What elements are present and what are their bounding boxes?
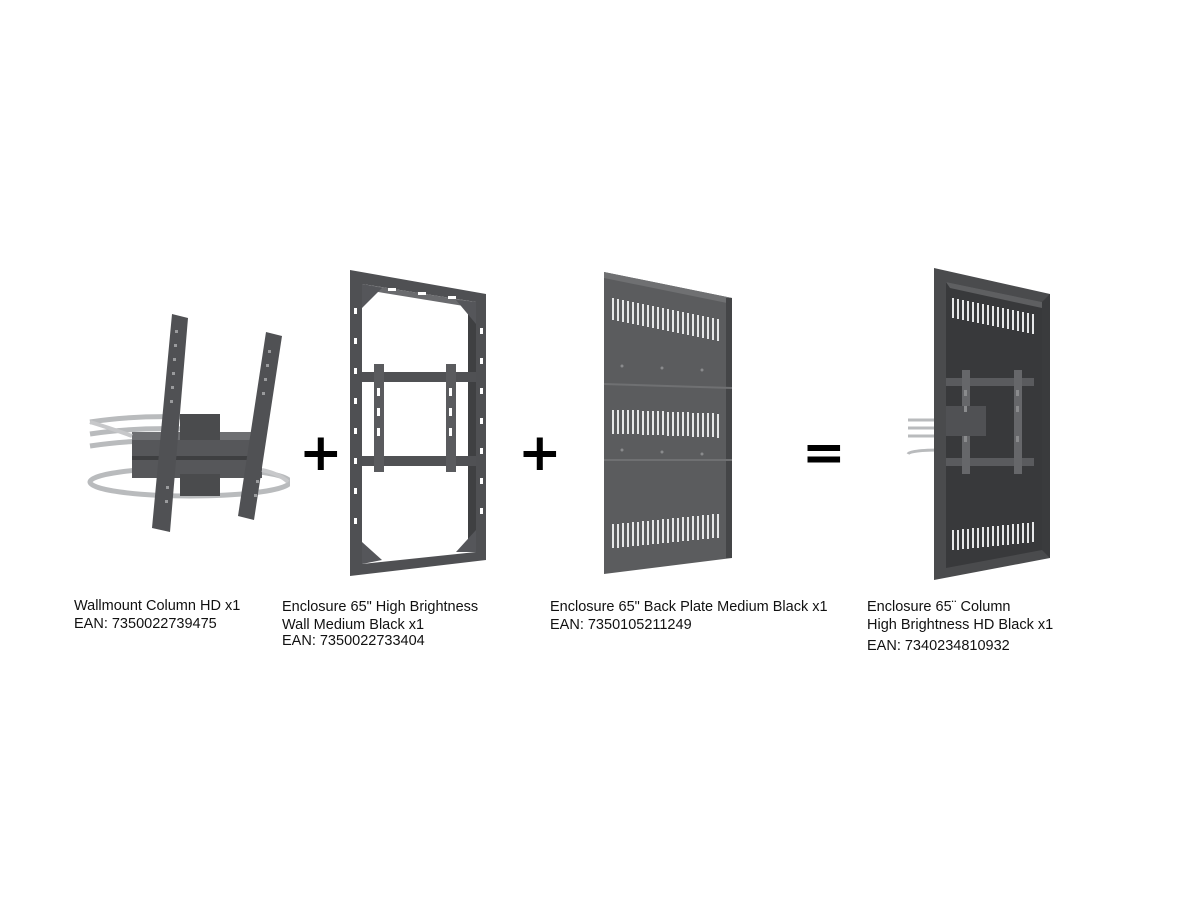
product-caption-enclosure-frame: Enclosure 65" High Brightness Wall Mediu…: [282, 598, 478, 650]
enclosure-back-plate-image: [603, 272, 733, 574]
plus-operator-1: +: [299, 423, 343, 483]
product-name-line: Enclosure 65" High Brightness: [282, 599, 479, 615]
product-caption-wallmount: Wallmount Column HD x1 EAN: 735002273947…: [74, 597, 240, 633]
product-ean: EAN: 7350022739475: [74, 616, 217, 632]
plus-operator-2: +: [518, 423, 562, 483]
product-caption-back-plate: Enclosure 65" Back Plate Medium Black x1…: [550, 598, 828, 634]
column-wall-mount-image: [87, 314, 290, 532]
product-name-line: High Brightness HD Black x1: [867, 617, 1054, 633]
equals-operator: =: [802, 423, 846, 483]
product-ean: EAN: 7340234810932: [867, 638, 1010, 654]
product-name-line: Wall Medium Black x1: [282, 617, 425, 633]
product-name-line: Enclosure 65" Back Plate Medium Black x1: [550, 599, 828, 615]
product-name-line: Enclosure 65¨ Column: [867, 599, 1011, 615]
enclosure-frame-image: [350, 270, 486, 576]
product-name-line: Wallmount Column HD x1: [74, 598, 241, 614]
product-ean: EAN: 7350105211249: [550, 617, 692, 633]
assembled-enclosure-image: [906, 268, 1050, 580]
product-ean: EAN: 7350022733404: [282, 633, 425, 649]
product-caption-assembled-enclosure: Enclosure 65¨ Column High Brightness HD …: [867, 598, 1053, 655]
